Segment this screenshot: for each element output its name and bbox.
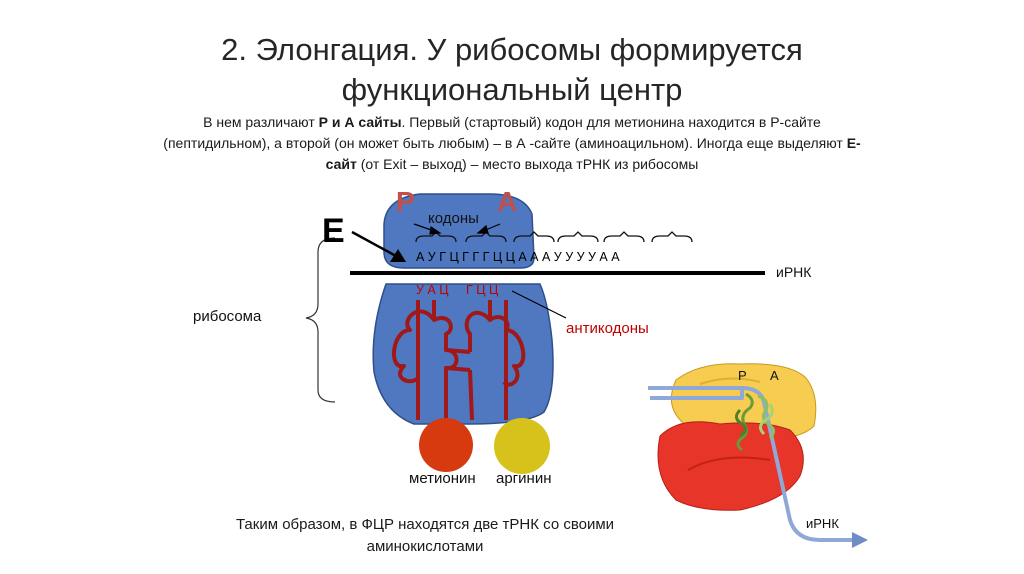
title-line-2: функциональный центр	[341, 72, 683, 107]
ribosome-large-subunit	[383, 193, 535, 269]
intro-bold-sites: Р и А сайты	[318, 114, 402, 130]
trna-1	[391, 300, 471, 420]
arginine-label: аргинин	[496, 470, 552, 487]
trna-2	[464, 300, 526, 421]
site-e-label: Е	[322, 212, 345, 250]
anticodon-2: Г Ц Ц	[466, 283, 499, 297]
inset-trnas	[735, 392, 775, 452]
conclusion-text: Таким образом, в ФЦР находятся две тРНК …	[235, 516, 615, 555]
e-site-arrow	[351, 230, 406, 262]
ribosome-bracket	[305, 237, 336, 403]
codon-arrows	[413, 223, 501, 235]
intro-paragraph: В нем различают Р и А сайты. Первый (ста…	[160, 112, 864, 175]
slide-title: 2. Элонгация. У рибосомы формируется фун…	[0, 30, 1024, 110]
intro-text-3: (от Exit – выход) – место выхода тРНК из…	[356, 156, 699, 172]
inset-site-p-label: Р	[738, 368, 747, 383]
methionine-ball	[419, 418, 473, 472]
intro-text-1: В нем различают	[203, 114, 319, 130]
site-a-label: А	[497, 186, 518, 217]
inset-ribosome	[648, 363, 868, 548]
codons-label: кодоны	[428, 210, 479, 227]
ribosome-label: рибосома	[193, 308, 262, 325]
intro-text-2: . Первый (стартовый) кодон для метионина…	[163, 114, 847, 151]
anticodons-label: антикодоны	[566, 320, 649, 337]
ribosome-small-subunit	[372, 283, 554, 425]
inset-mrna-arrowhead	[852, 532, 868, 548]
anticodon-1: У А Ц	[416, 283, 449, 297]
arginine-ball	[494, 418, 550, 474]
intro-bold-e-site: Е-сайт	[325, 135, 861, 172]
inset-mrna-label: иРНК	[806, 516, 839, 531]
mrna-label: иРНК	[776, 264, 812, 280]
methionine-label: метионин	[409, 470, 476, 487]
inset-small-subunit	[657, 421, 804, 511]
anticodon-pointer	[511, 290, 567, 319]
inset-site-a-label: А	[770, 368, 779, 383]
inset-mrna-path	[648, 386, 858, 542]
mrna-sequence: А У Г Ц Г Г Г Ц Ц А А А У У У У А А	[416, 250, 620, 264]
site-p-label: Р	[396, 186, 415, 217]
title-line-1: 2. Элонгация. У рибосомы формируется	[221, 32, 803, 67]
